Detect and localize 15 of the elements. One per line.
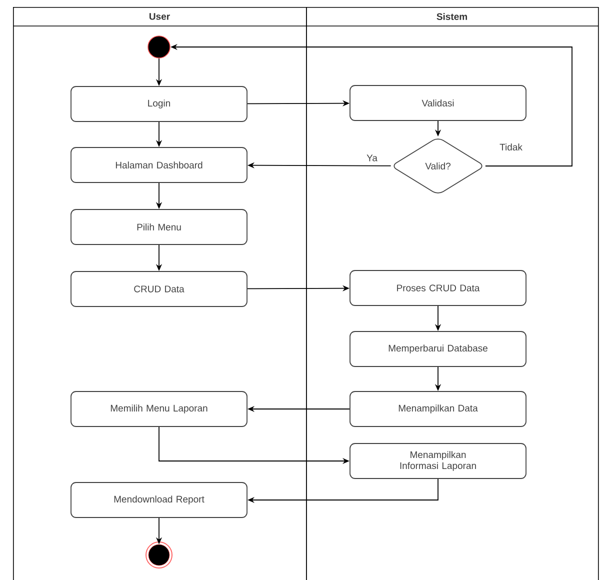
activity-box: Memilih Menu Laporan (70, 391, 248, 427)
activity-box: Menampilkan Informasi Laporan (350, 443, 526, 479)
start-node (148, 36, 170, 58)
activity-box: CRUD Data (70, 271, 248, 307)
activity-box: Menampilkan Data (350, 391, 526, 427)
activity-box: Pilih Menu (70, 209, 248, 245)
activity-box: Mendownload Report (70, 482, 248, 518)
edge-label: Tidak (498, 142, 524, 152)
activity-box: Halaman Dashboard (70, 147, 248, 183)
activity-box: Proses CRUD Data (350, 270, 526, 306)
activity-box: Validasi (350, 85, 526, 121)
end-node (146, 542, 172, 568)
edge-label: Ya (366, 154, 378, 162)
activity-box: Login (70, 86, 248, 122)
activity-box: Memperbarui Database (350, 331, 526, 367)
